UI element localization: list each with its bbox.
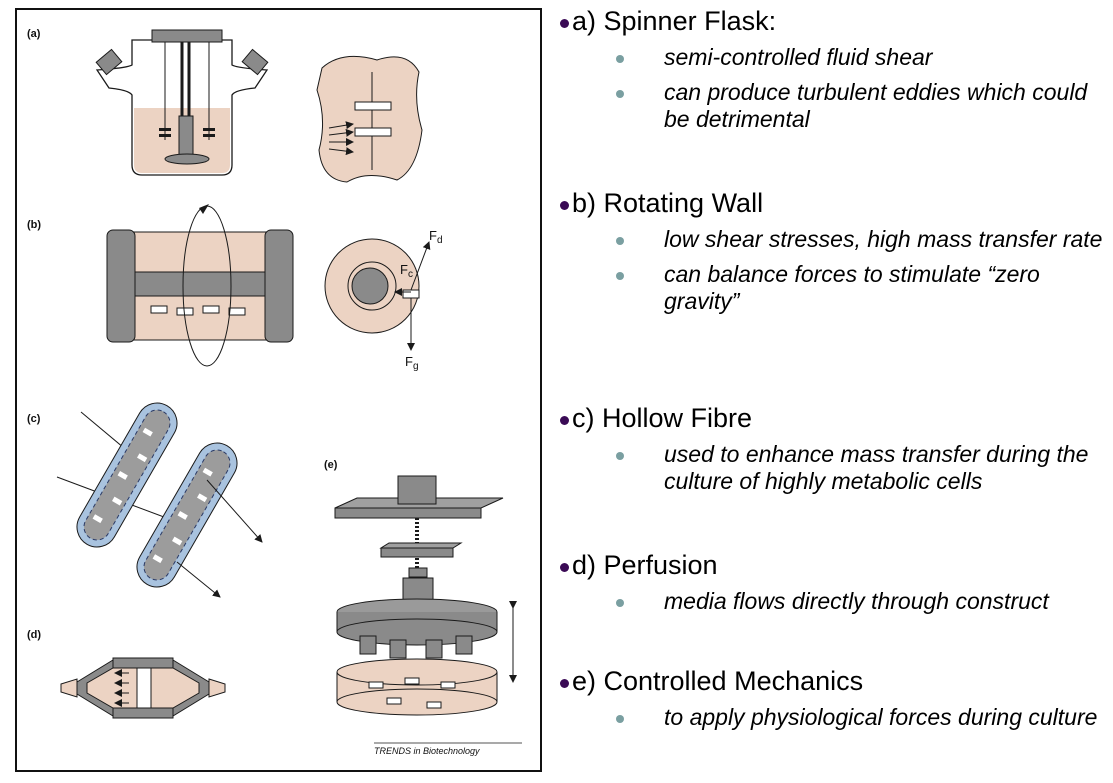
force-label-gravity: Fg	[405, 354, 419, 372]
list-item: can balance forces to stimulate “zero gr…	[560, 261, 1108, 315]
list-item: low shear stresses, high mass transfer r…	[560, 226, 1108, 253]
section-controlled-mechanics: e) Controlled Mechanics to apply physiol…	[560, 666, 1097, 731]
list-item: media flows directly through construct	[560, 588, 1049, 615]
panel-label-b: (b)	[27, 219, 41, 231]
spinner-detail-blob	[316, 55, 423, 183]
hollow-fibre	[56, 402, 263, 598]
rotating-wall-force-diagram: Fd Fc Fg	[324, 228, 443, 372]
section-hollow-fibre: c) Hollow Fibre used to enhance mass tra…	[560, 403, 1108, 495]
perfusion-chamber	[60, 657, 226, 719]
section-heading: d) Perfusion	[572, 550, 718, 580]
figure-credit: TRENDS in Biotechnology	[374, 746, 480, 756]
section-rotating-wall: b) Rotating Wall low shear stresses, hig…	[560, 188, 1108, 315]
section-heading: b) Rotating Wall	[572, 188, 764, 218]
bullet-dot	[560, 201, 569, 210]
list-item: to apply physiological forces during cul…	[560, 704, 1097, 731]
panel-label-d: (d)	[27, 629, 41, 641]
bioreactor-diagram: (a) (b)	[27, 28, 522, 756]
bullet-dot	[560, 416, 569, 425]
bioreactor-figure: (a) (b)	[15, 8, 542, 772]
mechanical-loading-device	[334, 475, 517, 716]
section-perfusion: d) Perfusion media flows directly throug…	[560, 550, 1049, 615]
rotating-wall-vessel	[106, 204, 294, 367]
section-spinner-flask: a) Spinner Flask: semi-controlled fluid …	[560, 6, 1108, 133]
bullet-dot	[560, 563, 569, 572]
section-heading: c) Hollow Fibre	[572, 403, 753, 433]
panel-label-a: (a)	[27, 28, 41, 40]
section-heading: e) Controlled Mechanics	[572, 666, 864, 696]
panel-label-e: (e)	[324, 459, 338, 471]
force-label-centrifugal: Fc	[400, 262, 413, 280]
force-label-drag: Fd	[429, 228, 443, 246]
panel-label-c: (c)	[27, 413, 41, 425]
bullet-dot	[560, 19, 569, 28]
list-item: semi-controlled fluid shear	[560, 44, 1108, 71]
section-heading: a) Spinner Flask:	[572, 6, 777, 36]
list-item: can produce turbulent eddies which could…	[560, 79, 1108, 133]
bullet-dot	[560, 679, 569, 688]
list-item: used to enhance mass transfer during the…	[560, 441, 1108, 495]
spinner-flask	[95, 29, 269, 176]
